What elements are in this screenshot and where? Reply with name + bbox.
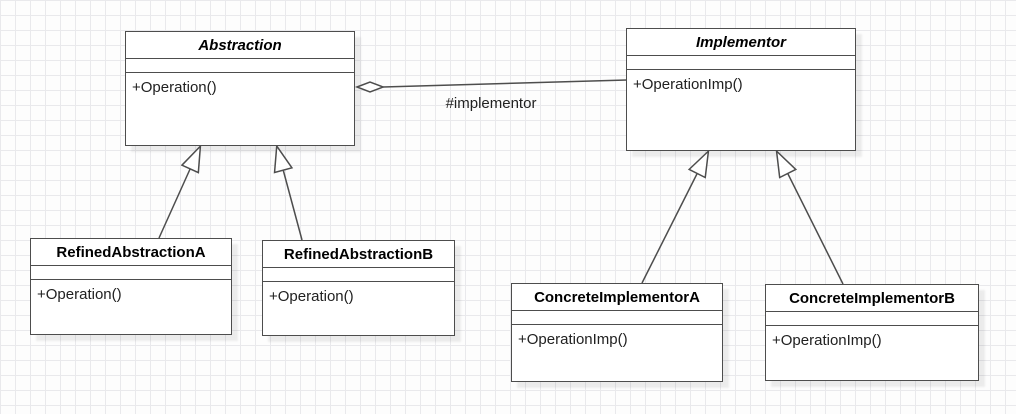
class-implementor-attributes-empty xyxy=(627,56,855,70)
method-label: +Operation() xyxy=(37,286,122,303)
method-label: +OperationImp() xyxy=(518,331,628,348)
class-abstraction[interactable]: Abstraction +Operation() xyxy=(125,31,355,146)
method-label: +OperationImp() xyxy=(772,332,882,349)
class-refined-abstraction-b-attributes-empty xyxy=(263,268,454,282)
class-concrete-implementor-b-methods: +OperationImp() xyxy=(766,326,978,380)
class-refined-abstraction-a[interactable]: RefinedAbstractionA +Operation() xyxy=(30,238,232,335)
method-label: +Operation() xyxy=(132,79,217,96)
class-abstraction-methods: +Operation() xyxy=(126,73,354,145)
edge-aggregation-implementor[interactable] xyxy=(354,79,628,93)
class-implementor-methods: +OperationImp() xyxy=(627,70,855,150)
class-refined-abstraction-b-title: RefinedAbstractionB xyxy=(263,241,454,268)
edge-generalization-refined-a[interactable] xyxy=(158,147,200,239)
method-label: +OperationImp() xyxy=(633,76,743,93)
class-concrete-implementor-a-methods: +OperationImp() xyxy=(512,325,722,381)
edge-generalization-concrete-b[interactable] xyxy=(777,152,844,285)
class-refined-abstraction-a-attributes-empty xyxy=(31,266,231,280)
class-implementor-title: Implementor xyxy=(627,29,855,56)
class-concrete-implementor-a-title: ConcreteImplementorA xyxy=(512,284,722,311)
class-refined-abstraction-b-methods: +Operation() xyxy=(263,282,454,335)
class-concrete-implementor-b-title: ConcreteImplementorB xyxy=(766,285,978,312)
class-abstraction-attributes-empty xyxy=(126,59,354,73)
class-concrete-implementor-b-attributes-empty xyxy=(766,312,978,326)
class-concrete-implementor-a[interactable]: ConcreteImplementorA +OperationImp() xyxy=(511,283,723,382)
aggregation-label: #implementor xyxy=(445,95,537,112)
aggregation-diamond-icon xyxy=(354,81,386,93)
edge-generalization-refined-b[interactable] xyxy=(277,147,303,241)
class-refined-abstraction-a-title: RefinedAbstractionA xyxy=(31,239,231,266)
class-concrete-implementor-b[interactable]: ConcreteImplementorB +OperationImp() xyxy=(765,284,979,381)
class-implementor[interactable]: Implementor +OperationImp() xyxy=(626,28,856,151)
class-abstraction-title: Abstraction xyxy=(126,32,354,59)
class-refined-abstraction-a-methods: +Operation() xyxy=(31,280,231,334)
edge-generalization-concrete-a[interactable] xyxy=(641,152,708,284)
class-refined-abstraction-b[interactable]: RefinedAbstractionB +Operation() xyxy=(262,240,455,336)
method-label: +Operation() xyxy=(269,288,354,305)
class-concrete-implementor-a-attributes-empty xyxy=(512,311,722,325)
